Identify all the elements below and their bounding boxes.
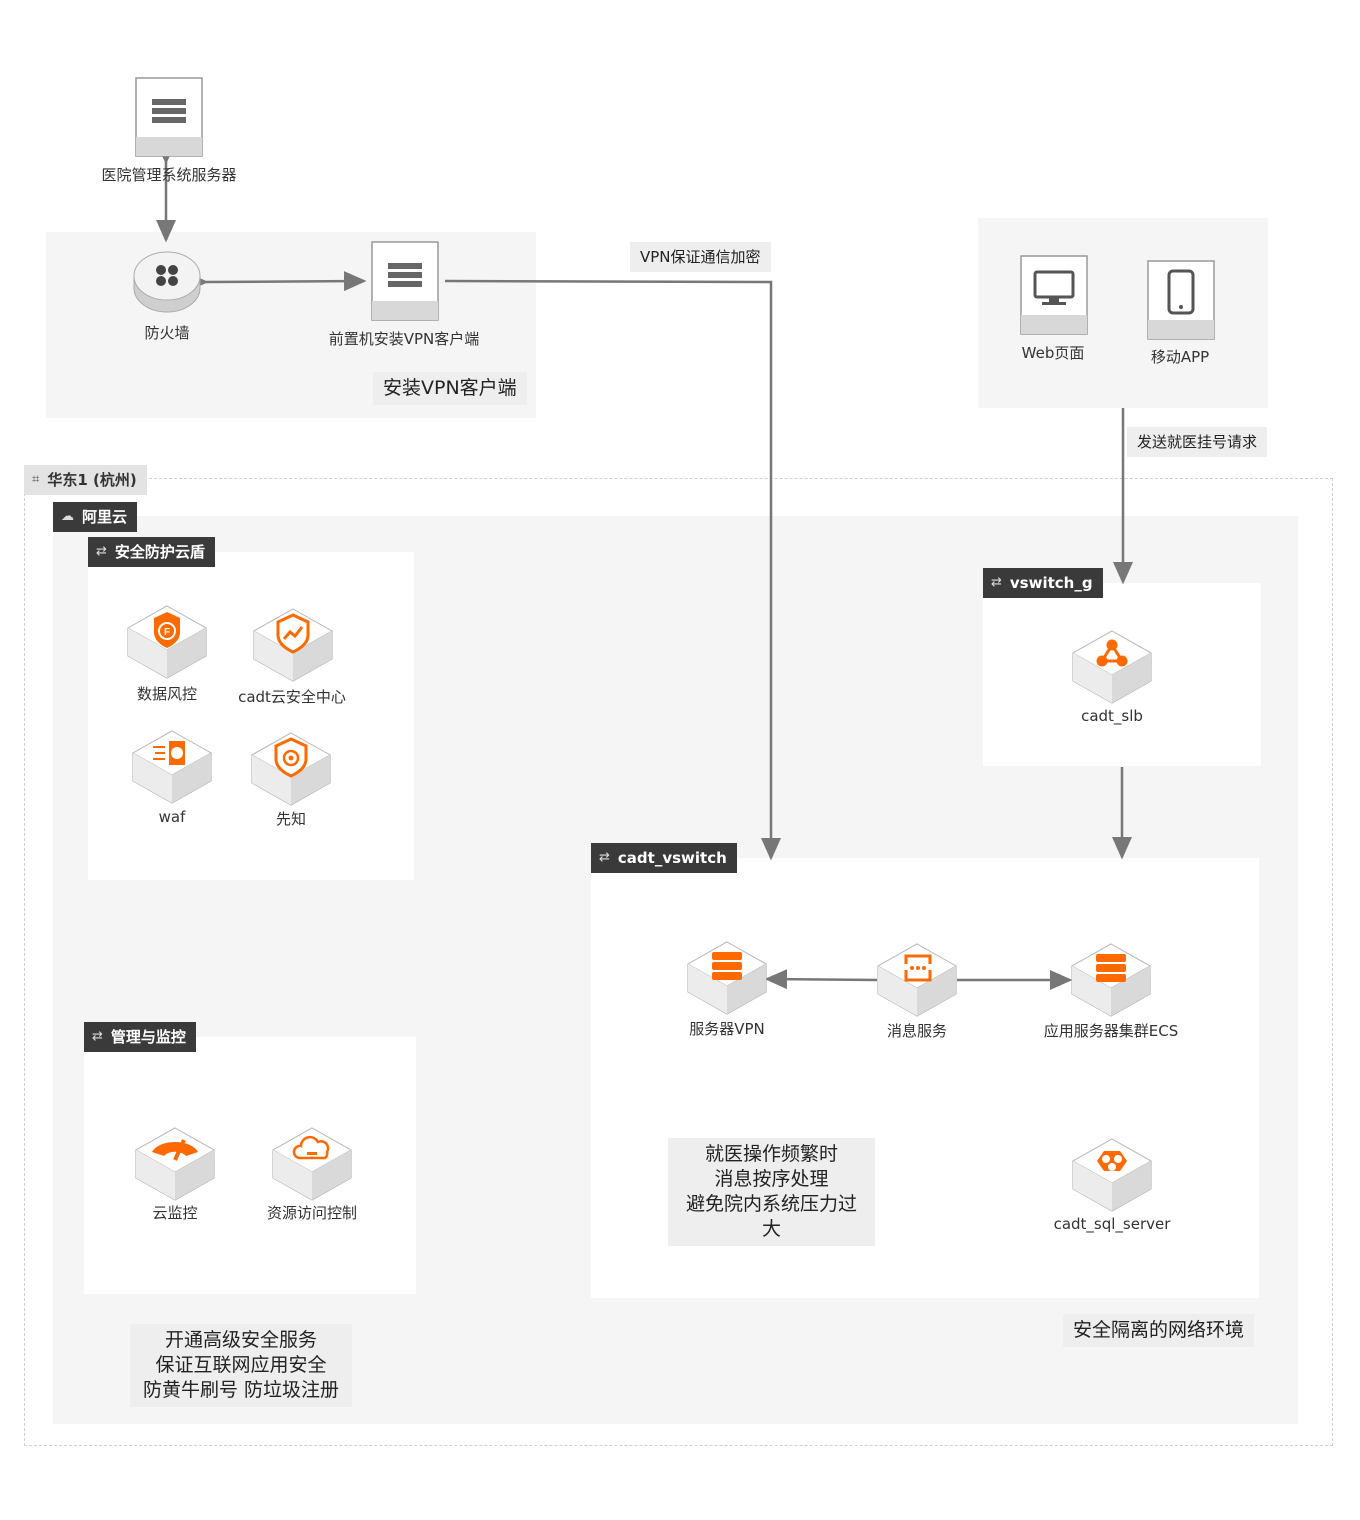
edge-mq-vpn	[764, 969, 878, 990]
send-request-note: 发送就医挂号请求	[1127, 427, 1268, 457]
sql-server-label: cadt_sql_server	[1053, 1215, 1171, 1233]
phone-icon	[1147, 260, 1215, 340]
message-service-icon	[876, 943, 958, 1017]
data-risk-node[interactable]: F	[126, 604, 208, 680]
region-icon: ⌗	[32, 472, 40, 487]
cloud-monitor-icon	[134, 1127, 216, 1201]
sql-server-icon	[1071, 1138, 1153, 1212]
security-service-note: 开通高级安全服务 保证互联网应用安全 防黄牛刷号 防垃圾注册	[130, 1324, 352, 1407]
sql-server-node[interactable]	[1071, 1137, 1153, 1213]
vswitch-g-title: vswitch_g	[1009, 574, 1093, 592]
data-risk-icon: F	[126, 605, 208, 679]
security-title: 安全防护云盾	[114, 543, 205, 561]
slb-icon	[1071, 630, 1153, 704]
waf-icon	[131, 730, 213, 804]
mobile-app-label: 移动APP	[1150, 348, 1210, 366]
xianzhi-node[interactable]	[250, 731, 332, 807]
ram-node[interactable]	[271, 1126, 353, 1202]
ecs-cluster-node[interactable]	[1070, 942, 1152, 1018]
switch-icon: ⇄	[92, 1029, 103, 1044]
vpn-encrypt-note: VPN保证通信加密	[630, 242, 771, 272]
server-icon	[371, 241, 439, 321]
firewall-label: 防火墙	[144, 324, 190, 342]
security-center-node[interactable]	[252, 607, 334, 683]
svg-text:F: F	[164, 627, 170, 638]
region-boundary	[24, 478, 1333, 1446]
hospital-server-node[interactable]	[135, 77, 203, 157]
ram-icon	[271, 1127, 353, 1201]
data-risk-label: 数据风控	[136, 685, 198, 703]
security-tag: ⇄ 安全防护云盾	[88, 537, 215, 567]
xianzhi-icon	[250, 732, 332, 806]
vpn-server-icon	[686, 941, 768, 1015]
isolated-network-note: 安全隔离的网络环境	[1063, 1314, 1255, 1347]
monitor-tag: ⇄ 管理与监控	[84, 1022, 196, 1052]
ecs-cluster-label: 应用服务器集群ECS	[1043, 1022, 1179, 1040]
ecs-icon	[1070, 943, 1152, 1017]
slb-node[interactable]	[1071, 629, 1153, 705]
cadt-vswitch-title: cadt_vswitch	[617, 849, 727, 867]
web-page-node[interactable]	[1020, 255, 1088, 335]
firewall-node[interactable]	[132, 250, 202, 316]
switch-icon: ⇄	[96, 544, 107, 559]
region-label: 华东1 (杭州)	[47, 471, 137, 489]
hospital-server-label: 医院管理系统服务器	[101, 166, 237, 184]
switch-icon: ⇄	[599, 850, 610, 865]
frontend-vpn-node[interactable]	[371, 241, 439, 321]
waf-label: waf	[158, 808, 186, 826]
edge-firewall-frontend	[185, 271, 367, 293]
aliyun-label: 阿里云	[82, 508, 128, 526]
mobile-app-node[interactable]	[1147, 260, 1215, 340]
waf-node[interactable]	[131, 729, 213, 805]
security-center-icon	[252, 608, 334, 682]
message-service-label: 消息服务	[886, 1022, 948, 1040]
monitor-icon	[1020, 255, 1088, 335]
frontend-vpn-label: 前置机安装VPN客户端	[328, 330, 480, 348]
region-tag: ⌗ 华东1 (杭州)	[24, 465, 147, 495]
cloud-icon: ☁	[61, 509, 74, 524]
vpn-server-label: 服务器VPN	[689, 1020, 765, 1038]
aliyun-tag: ☁ 阿里云	[53, 502, 138, 532]
server-icon	[135, 77, 203, 157]
vpn-server-node[interactable]	[686, 940, 768, 1016]
install-vpn-note: 安装VPN客户端	[373, 372, 527, 405]
slb-label: cadt_slb	[1081, 707, 1143, 725]
mq-note: 就医操作频繁时 消息按序处理 避免院内系统压力过大	[668, 1138, 875, 1246]
firewall-icon	[133, 251, 201, 313]
security-panel	[88, 552, 414, 880]
monitor-title: 管理与监控	[110, 1028, 186, 1046]
xianzhi-label: 先知	[275, 810, 307, 828]
message-service-node[interactable]	[876, 942, 958, 1018]
web-page-label: Web页面	[1021, 344, 1085, 362]
vswitch-g-tag: ⇄ vswitch_g	[983, 568, 1103, 598]
ram-label: 资源访问控制	[266, 1204, 358, 1222]
cloud-monitor-node[interactable]	[134, 1126, 216, 1202]
cadt-vswitch-tag: ⇄ cadt_vswitch	[591, 843, 737, 873]
cloud-monitor-label: 云监控	[152, 1204, 198, 1222]
switch-icon: ⇄	[991, 575, 1002, 590]
edge-vpn-tunnel	[444, 279, 781, 861]
security-center-label: cadt云安全中心	[238, 688, 346, 706]
